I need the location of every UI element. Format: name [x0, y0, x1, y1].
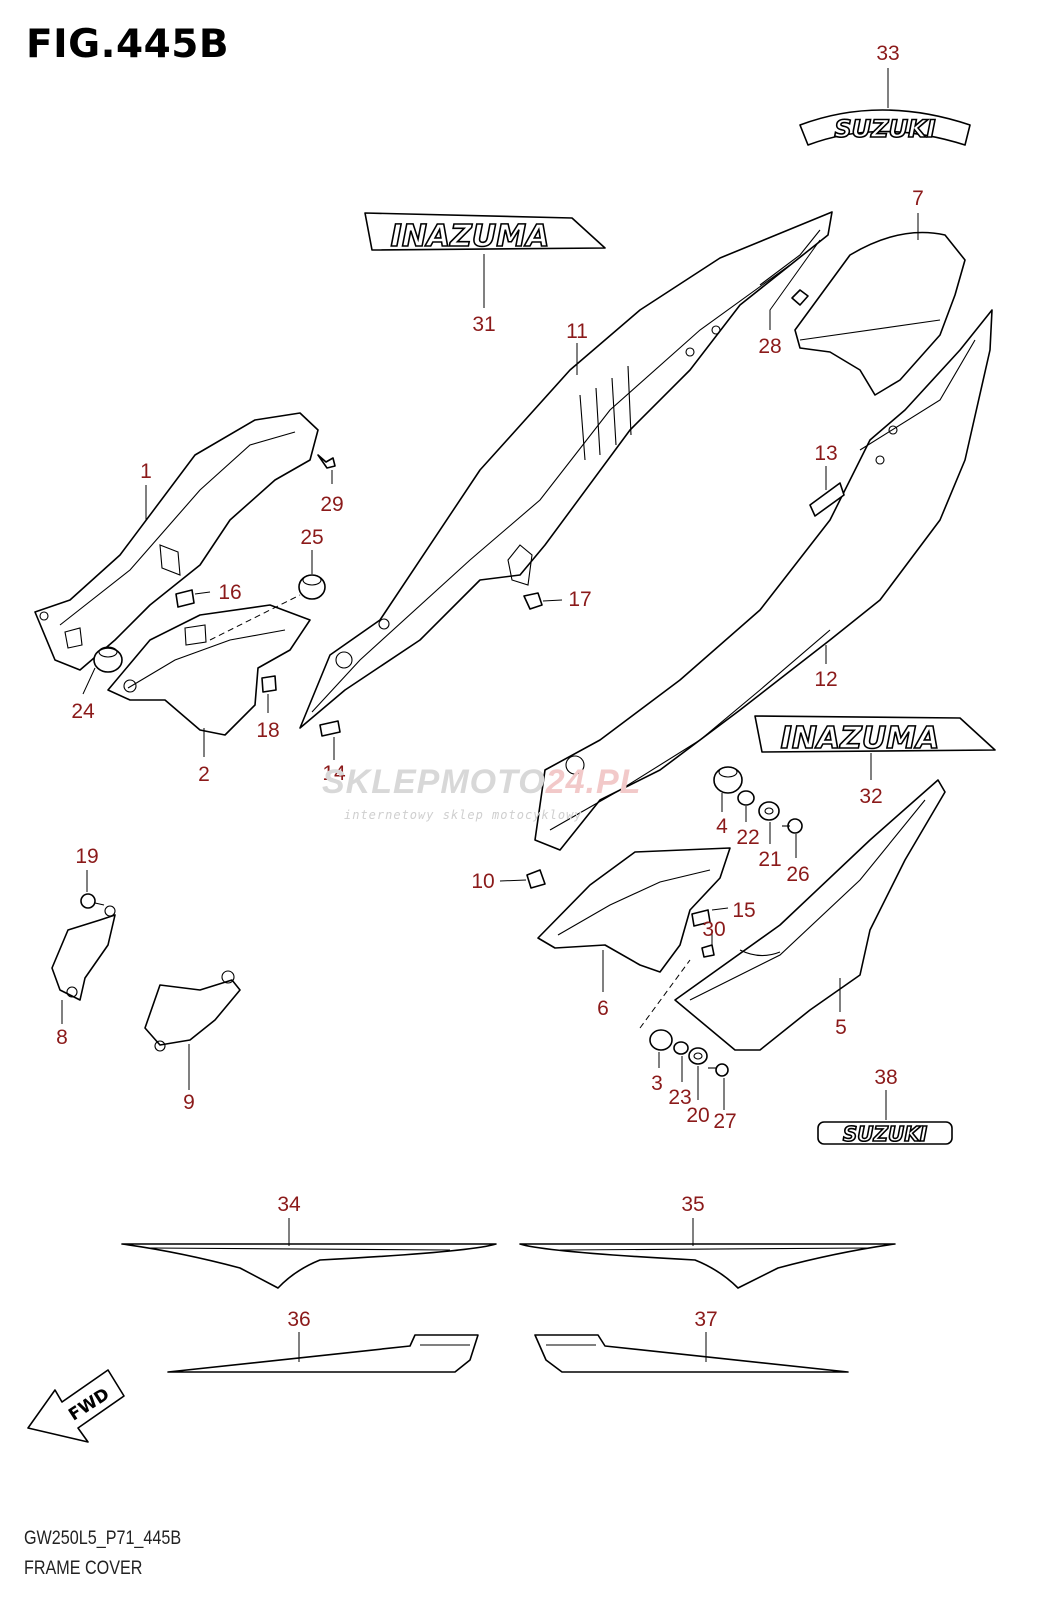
callout-labels: 33 7 31 11 28 1 29 25 16 17 24 18 2 14 1… [56, 42, 924, 1331]
callout-31: 31 [472, 313, 495, 336]
bolt-19[interactable] [80, 893, 105, 909]
callout-5: 5 [835, 1016, 847, 1039]
svg-text:SUZUKI: SUZUKI [834, 115, 935, 143]
callout-9: 9 [183, 1091, 195, 1114]
callout-3: 3 [651, 1072, 663, 1095]
svg-text:SUZUKI: SUZUKI [843, 1122, 928, 1146]
clip-15[interactable] [691, 909, 711, 927]
inazuma-decal-upper[interactable]: INAZUMA [364, 212, 606, 255]
bolt-26[interactable] [782, 818, 803, 834]
callout-37: 37 [694, 1308, 717, 1331]
figure-model-code: GW250L5_P71_445B [24, 1528, 182, 1549]
callout-14: 14 [322, 762, 346, 785]
callout-23: 23 [668, 1086, 691, 1109]
svg-text:INAZUMA: INAZUMA [781, 721, 940, 756]
callout-7: 7 [912, 187, 924, 210]
screw-28[interactable] [791, 289, 809, 306]
svg-text:INAZUMA: INAZUMA [391, 219, 550, 254]
tail-cover-seat-cowl[interactable] [794, 231, 966, 396]
callout-34: 34 [277, 1193, 301, 1216]
callout-21: 21 [758, 848, 781, 871]
callout-26: 26 [786, 863, 809, 886]
nut-10[interactable] [526, 869, 546, 889]
callout-20: 20 [686, 1104, 709, 1127]
bolt-27[interactable] [708, 1063, 729, 1077]
callout-36: 36 [287, 1308, 310, 1331]
callout-30: 30 [702, 918, 725, 941]
callout-29: 29 [320, 493, 343, 516]
callout-10: 10 [471, 870, 494, 893]
callout-32: 32 [859, 785, 882, 808]
callout-8: 8 [56, 1026, 68, 1049]
leader-lines [61, 68, 919, 1362]
frame-cover-rear-left[interactable] [299, 211, 833, 729]
callout-33: 33 [876, 42, 899, 65]
callout-35: 35 [681, 1193, 704, 1216]
callout-16: 16 [218, 581, 241, 604]
callout-6: 6 [597, 997, 609, 1020]
callout-15: 15 [732, 899, 755, 922]
inazuma-decal-lower[interactable]: INAZUMA [754, 715, 996, 757]
watermark-brand: SKLEPMOTO24.PL [322, 763, 642, 801]
callout-19: 19 [75, 845, 98, 868]
figure-name: FRAME COVER [24, 1558, 143, 1579]
grommet-3[interactable] [649, 1029, 673, 1051]
stripe-decal-36[interactable] [167, 1334, 479, 1373]
collar-23[interactable] [673, 1041, 689, 1055]
callout-38: 38 [874, 1066, 897, 1089]
side-cover-inner-right[interactable] [537, 847, 731, 973]
washer-21[interactable] [758, 801, 780, 821]
stripe-decal-34[interactable] [121, 1243, 497, 1289]
stripe-decal-35[interactable] [519, 1243, 896, 1289]
callout-28: 28 [758, 335, 781, 358]
callout-2: 2 [198, 763, 210, 786]
bracket-9[interactable] [144, 970, 241, 1052]
bracket-8[interactable] [51, 905, 116, 1001]
screw-30[interactable] [701, 944, 715, 958]
clip-18[interactable] [261, 675, 277, 693]
callout-25: 25 [300, 526, 323, 549]
fwd-arrow-icon: FWD [27, 1369, 125, 1443]
callout-11: 11 [566, 320, 588, 343]
side-cover-inner-left[interactable] [107, 604, 311, 736]
clip-16[interactable] [175, 589, 195, 608]
suzuki-decal-bottom[interactable]: SUZUKI [817, 1121, 953, 1147]
callout-24: 24 [71, 700, 95, 723]
figure-title: FIG.445B [26, 22, 230, 67]
watermark-tagline: internetowy sklep motocyklowy [344, 808, 583, 822]
callout-13: 13 [814, 442, 837, 465]
callout-17: 17 [568, 588, 591, 611]
callout-1: 1 [140, 460, 152, 483]
callout-18: 18 [256, 719, 279, 742]
callout-27: 27 [713, 1110, 736, 1133]
callout-4: 4 [716, 815, 728, 838]
washer-20[interactable] [688, 1047, 708, 1065]
grommet-4[interactable] [713, 766, 743, 794]
clip-13[interactable] [809, 482, 845, 517]
collar-22[interactable] [737, 790, 755, 806]
side-cover-right[interactable] [674, 779, 946, 1051]
stripe-decal-37[interactable] [534, 1334, 849, 1373]
grommet-24[interactable] [93, 646, 123, 673]
frame-cover-rear-right[interactable] [534, 309, 993, 851]
clip-14[interactable] [319, 720, 341, 737]
grommet-25[interactable] [298, 574, 326, 600]
nut-17[interactable] [523, 592, 543, 610]
callout-12: 12 [814, 668, 837, 691]
screw-29[interactable] [317, 454, 336, 469]
suzuki-decal-top[interactable]: SUZUKI [799, 109, 971, 146]
callout-22: 22 [736, 826, 759, 849]
